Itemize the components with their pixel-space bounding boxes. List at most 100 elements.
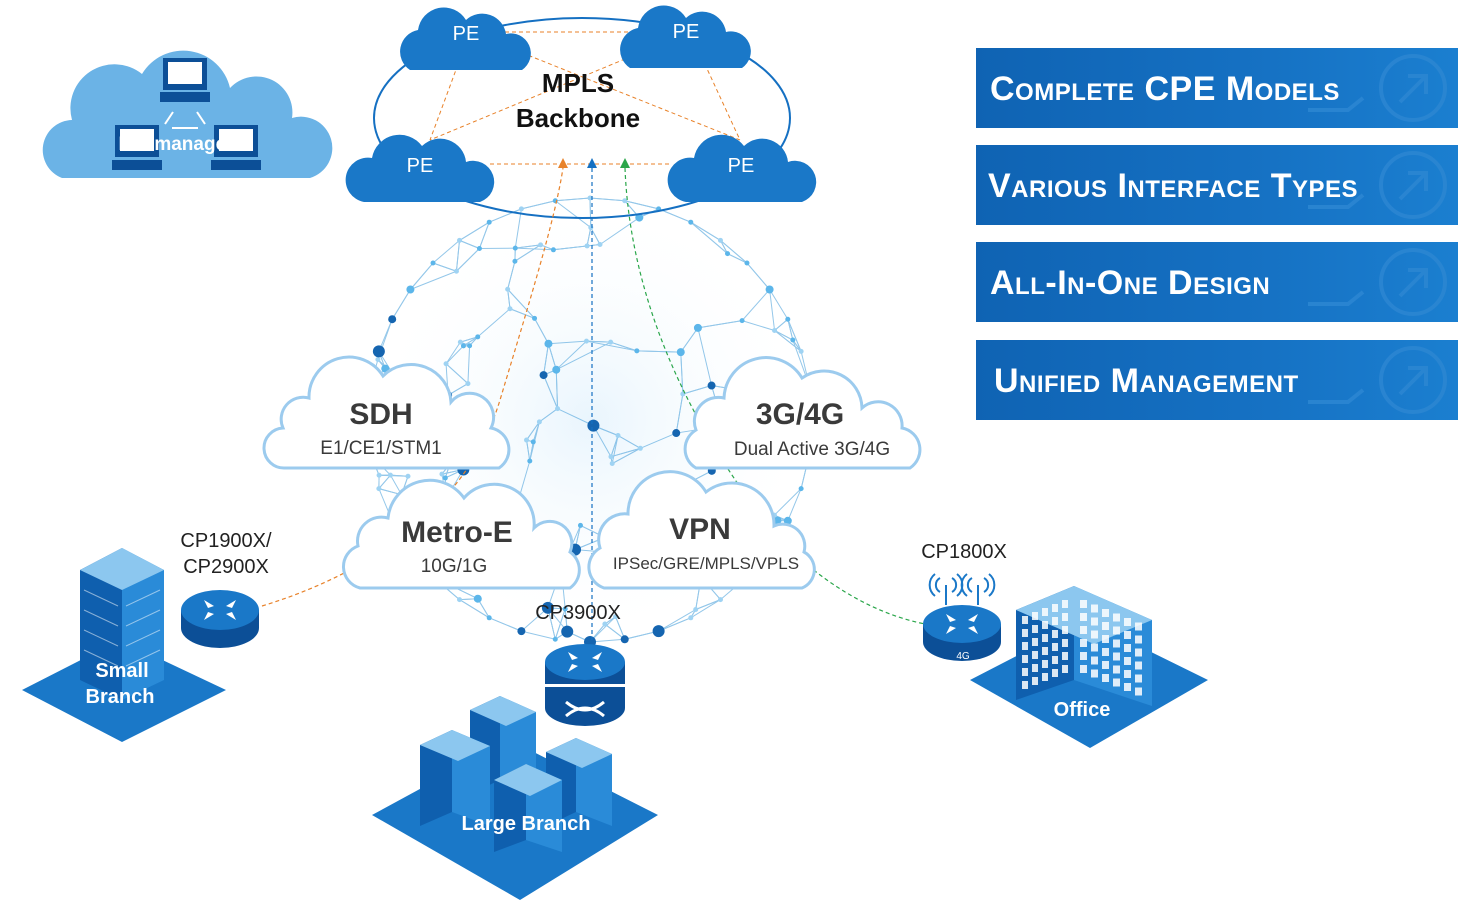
mesh-node <box>739 318 745 324</box>
wifi-antenna-icon <box>928 573 996 605</box>
mesh-node <box>552 365 561 374</box>
window <box>1091 617 1098 626</box>
window <box>1080 639 1087 647</box>
arrows-icon <box>164 111 206 129</box>
window <box>1091 630 1098 639</box>
mesh-node <box>587 419 600 432</box>
mesh-node <box>375 357 381 363</box>
sdh-cloud: SDH E1/CE1/STM1 <box>262 355 511 470</box>
mesh-link <box>553 245 588 251</box>
mesh-node <box>785 316 791 322</box>
mesh-link <box>534 318 549 344</box>
window <box>1062 665 1068 673</box>
window <box>1062 613 1068 621</box>
mesh-link <box>554 608 566 640</box>
feature-banner-unified-management: Unified Management <box>976 340 1458 420</box>
mesh-node <box>608 339 614 345</box>
window <box>1113 613 1120 622</box>
router-cp1900x <box>181 590 259 648</box>
mesh-link <box>599 217 640 245</box>
mesh-link <box>774 318 789 331</box>
router-arrows-icon <box>568 652 602 672</box>
window <box>1135 674 1142 683</box>
mesh-link <box>697 320 743 329</box>
window <box>1102 622 1109 630</box>
mesh-link <box>455 240 461 272</box>
cp3900x-label: CP3900X <box>535 602 621 624</box>
mesh-node <box>473 594 482 603</box>
window <box>1080 600 1087 608</box>
mesh-node <box>562 606 568 612</box>
small-branch-label-line2: Branch <box>86 686 155 708</box>
mesh-node <box>430 260 436 266</box>
mesh-node <box>637 445 643 451</box>
window <box>1062 600 1068 608</box>
mesh-node <box>538 242 544 248</box>
large-branch-label: Large Branch <box>462 813 591 835</box>
mesh-link <box>695 599 721 610</box>
cellular-cloud: 3G/4G Dual Active 3G/4G <box>683 356 922 470</box>
mesh-link <box>610 435 619 457</box>
window <box>1080 652 1087 660</box>
mesh-link <box>610 341 637 352</box>
mesh-link <box>543 374 559 409</box>
window <box>1135 635 1142 644</box>
feature-label: Various Interface Types <box>988 167 1358 205</box>
mesh-link <box>741 289 770 321</box>
vpn-cloud: VPN IPSec/GRE/MPLS/VPLS <box>587 470 816 590</box>
mesh-link <box>682 385 712 395</box>
mesh-node <box>476 245 482 251</box>
cp1900x-label-line1: CP1900X/ <box>180 530 272 552</box>
mesh-link <box>489 617 522 632</box>
mesh-node <box>597 241 603 247</box>
mesh-link <box>554 200 592 228</box>
window <box>1052 656 1058 664</box>
feature-label: All-In-One Design <box>990 264 1271 302</box>
mesh-link <box>586 340 637 352</box>
mesh-node <box>453 268 459 274</box>
mesh-node <box>676 348 685 357</box>
mesh-link <box>720 240 748 264</box>
window <box>1113 678 1120 687</box>
mesh-node <box>615 432 621 438</box>
window <box>1124 644 1131 652</box>
mesh-link <box>636 350 681 353</box>
sdh-title: SDH <box>349 398 412 431</box>
window <box>1135 648 1142 657</box>
pe-cloud-bottom-left: PE <box>345 134 495 202</box>
feature-banner-interface-types: Various Interface Types <box>976 145 1458 225</box>
window <box>1022 655 1028 663</box>
mesh-link <box>774 488 802 516</box>
router-cp3900x <box>545 644 625 726</box>
mesh-node <box>443 361 449 367</box>
window <box>1102 674 1109 682</box>
monitor-icon <box>112 125 162 170</box>
mesh-node <box>387 472 393 478</box>
window <box>1124 670 1131 678</box>
mesh-node <box>608 454 614 460</box>
pe-label: PE <box>728 155 755 177</box>
window <box>1032 638 1038 646</box>
mesh-node <box>486 219 492 225</box>
mesh-link <box>589 197 592 228</box>
window <box>1042 660 1048 668</box>
pe-label: PE <box>453 23 480 45</box>
circuit-arrow-icon <box>1308 248 1447 316</box>
mesh-node <box>561 625 574 638</box>
mesh-link <box>459 599 490 619</box>
vpn-subtitle: IPSec/GRE/MPLS/VPLS <box>613 554 799 573</box>
mesh-link <box>787 319 802 352</box>
mesh-link <box>680 327 699 353</box>
mesh-link <box>690 221 721 241</box>
mesh-link <box>521 630 556 640</box>
mesh-link <box>746 262 770 290</box>
mesh-link <box>489 208 522 223</box>
mesh-node <box>507 306 513 312</box>
mesh-node <box>457 597 463 603</box>
mesh-link <box>555 340 587 371</box>
mesh-link <box>509 308 535 319</box>
mesh-node <box>457 339 463 345</box>
mesh-node <box>635 213 644 222</box>
window <box>1022 629 1028 637</box>
